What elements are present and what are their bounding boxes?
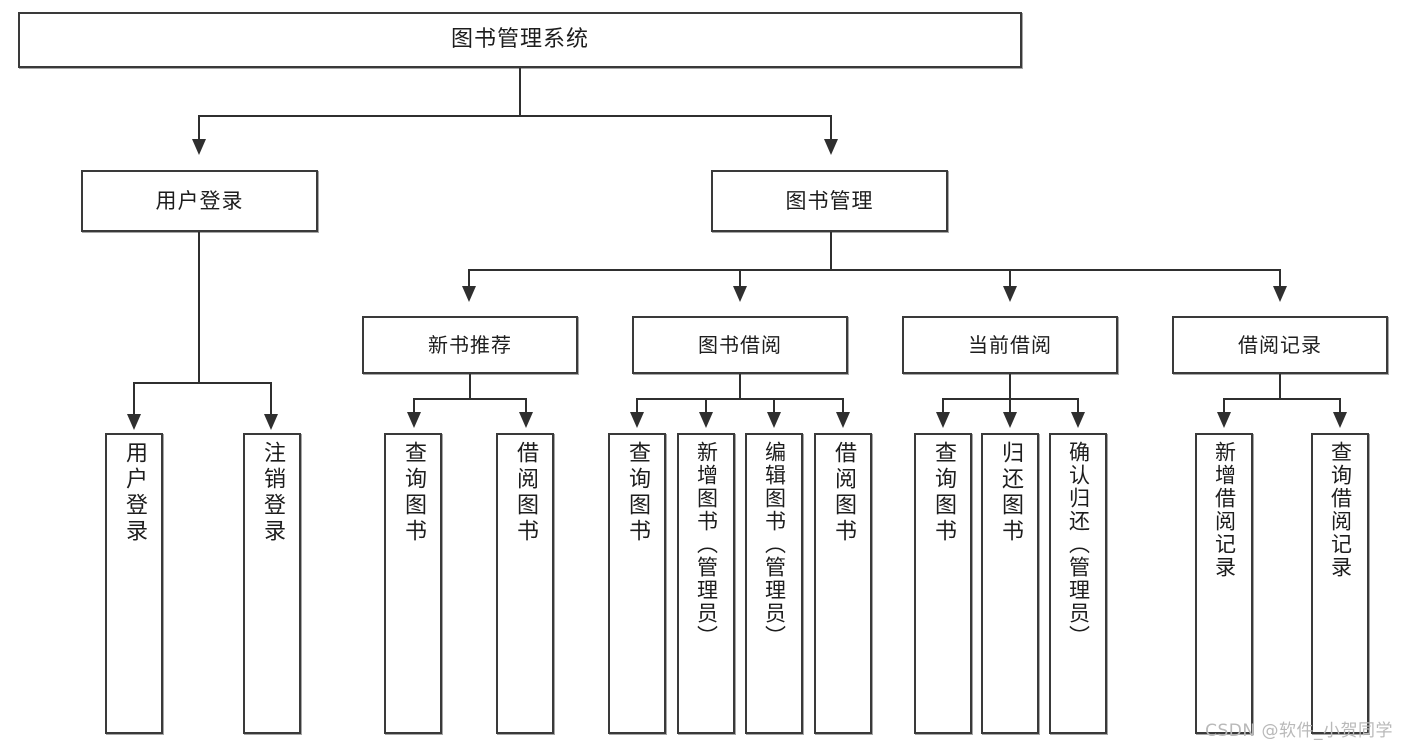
connector-user-login-drop-2 [270,382,272,418]
node-label: 新增图书（管理员） [694,441,719,648]
connector-root-stem [519,68,521,116]
node-leaf-borrow-book-2[interactable]: 借阅图书 [814,433,872,734]
arrowhead-root-to-user-login [192,139,206,155]
arrowhead-current-borrow-leaf-1 [936,412,950,428]
node-label: 图书管理 [785,188,874,213]
node-leaf-add-book[interactable]: 新增图书（管理员） [677,433,735,734]
node-label: 当前借阅 [968,332,1052,357]
arrowhead-bm-current-borrow [1003,286,1017,302]
node-leaf-confirm-return[interactable]: 确认归还（管理员） [1049,433,1107,734]
arrowhead-book-borrow-leaf-3 [767,412,781,428]
arrowhead-user-login-leaf-1 [127,414,141,430]
connector-book-borrow-drop-1 [636,398,638,414]
arrowhead-book-borrow-leaf-4 [836,412,850,428]
connector-current-borrow-drop-1 [942,398,944,414]
connector-book-borrow-drop-4 [842,398,844,414]
node-leaf-query-book-3[interactable]: 查询图书 [914,433,972,734]
connector-book-borrow-bus [636,398,844,400]
node-label: 借阅记录 [1238,332,1322,357]
node-label: 图书借阅 [698,332,782,357]
arrowhead-book-borrow-leaf-1 [630,412,644,428]
connector-borrow-record-drop-2 [1339,398,1341,414]
arrowhead-bm-new-book-recommend [462,286,476,302]
node-book-management[interactable]: 图书管理 [711,170,948,232]
node-leaf-logout-login[interactable]: 注销登录 [243,433,301,734]
node-leaf-query-borrow-record[interactable]: 查询借阅记录 [1311,433,1369,734]
connector-user-login-bus [133,382,270,384]
node-book-borrow[interactable]: 图书借阅 [632,316,848,374]
connector-new-book-stem [469,374,471,399]
arrowhead-borrow-record-leaf-2 [1333,412,1347,428]
node-user-login[interactable]: 用户登录 [81,170,318,232]
connector-current-borrow-drop-2 [1009,398,1011,414]
node-label: 确认归还（管理员） [1066,441,1091,648]
node-new-book-recommend[interactable]: 新书推荐 [362,316,578,374]
node-label: 新增借阅记录 [1212,441,1237,579]
node-leaf-user-login[interactable]: 用户登录 [105,433,163,734]
arrowhead-current-borrow-leaf-3 [1071,412,1085,428]
connector-new-book-bus [413,398,527,400]
arrowhead-user-login-leaf-2 [264,414,278,430]
node-label: 查询图书 [401,441,426,545]
arrowhead-new-book-leaf-1 [407,412,421,428]
node-label: 用户登录 [122,441,147,545]
node-label: 注销登录 [260,441,285,545]
node-label: 查询图书 [931,441,956,545]
arrowhead-current-borrow-leaf-2 [1003,412,1017,428]
arrowhead-bm-book-borrow [733,286,747,302]
connector-book-borrow-drop-3 [773,398,775,414]
node-label: 查询图书 [625,441,650,545]
connector-borrow-record-bus [1223,398,1340,400]
node-label: 编辑图书（管理员） [762,441,787,648]
node-leaf-query-book-1[interactable]: 查询图书 [384,433,442,734]
arrowhead-new-book-leaf-2 [519,412,533,428]
connector-user-login-stem [198,232,200,383]
connector-current-borrow-stem [1009,374,1011,399]
node-label: 借阅图书 [513,441,538,545]
connector-bm-drop-new-book [468,269,470,289]
node-leaf-query-book-2[interactable]: 查询图书 [608,433,666,734]
node-leaf-return-book[interactable]: 归还图书 [981,433,1039,734]
connector-book-management-stem [830,232,832,270]
node-label: 借阅图书 [831,441,856,545]
connector-root-to-user-login [198,115,200,143]
connector-borrow-record-stem [1279,374,1281,399]
node-leaf-edit-book[interactable]: 编辑图书（管理员） [745,433,803,734]
node-label: 新书推荐 [428,332,512,357]
node-label: 查询借阅记录 [1328,441,1353,579]
connector-bm-drop-book-borrow [739,269,741,289]
node-root-system[interactable]: 图书管理系统 [18,12,1022,68]
connector-borrow-record-drop-1 [1223,398,1225,414]
node-label: 归还图书 [998,441,1023,545]
connector-new-book-drop-1 [413,398,415,414]
arrowhead-book-borrow-leaf-2 [699,412,713,428]
connector-book-borrow-stem [739,374,741,399]
connector-current-borrow-drop-3 [1077,398,1079,414]
connector-user-login-drop-1 [133,382,135,418]
connector-bm-drop-current-borrow [1009,269,1011,289]
connector-root-bus [198,115,832,117]
node-label: 用户登录 [155,188,244,213]
arrowhead-borrow-record-leaf-1 [1217,412,1231,428]
connector-root-to-book-management [830,115,832,143]
node-leaf-add-borrow-record[interactable]: 新增借阅记录 [1195,433,1253,734]
arrowhead-bm-borrow-record [1273,286,1287,302]
node-label: 图书管理系统 [450,27,589,53]
connector-new-book-drop-2 [525,398,527,414]
connector-bm-drop-borrow-record [1279,269,1281,289]
node-leaf-borrow-book-1[interactable]: 借阅图书 [496,433,554,734]
node-current-borrow[interactable]: 当前借阅 [902,316,1118,374]
connector-book-borrow-drop-2 [705,398,707,414]
arrowhead-root-to-book-management [824,139,838,155]
node-borrow-record[interactable]: 借阅记录 [1172,316,1388,374]
connector-book-management-bus [468,269,1280,271]
